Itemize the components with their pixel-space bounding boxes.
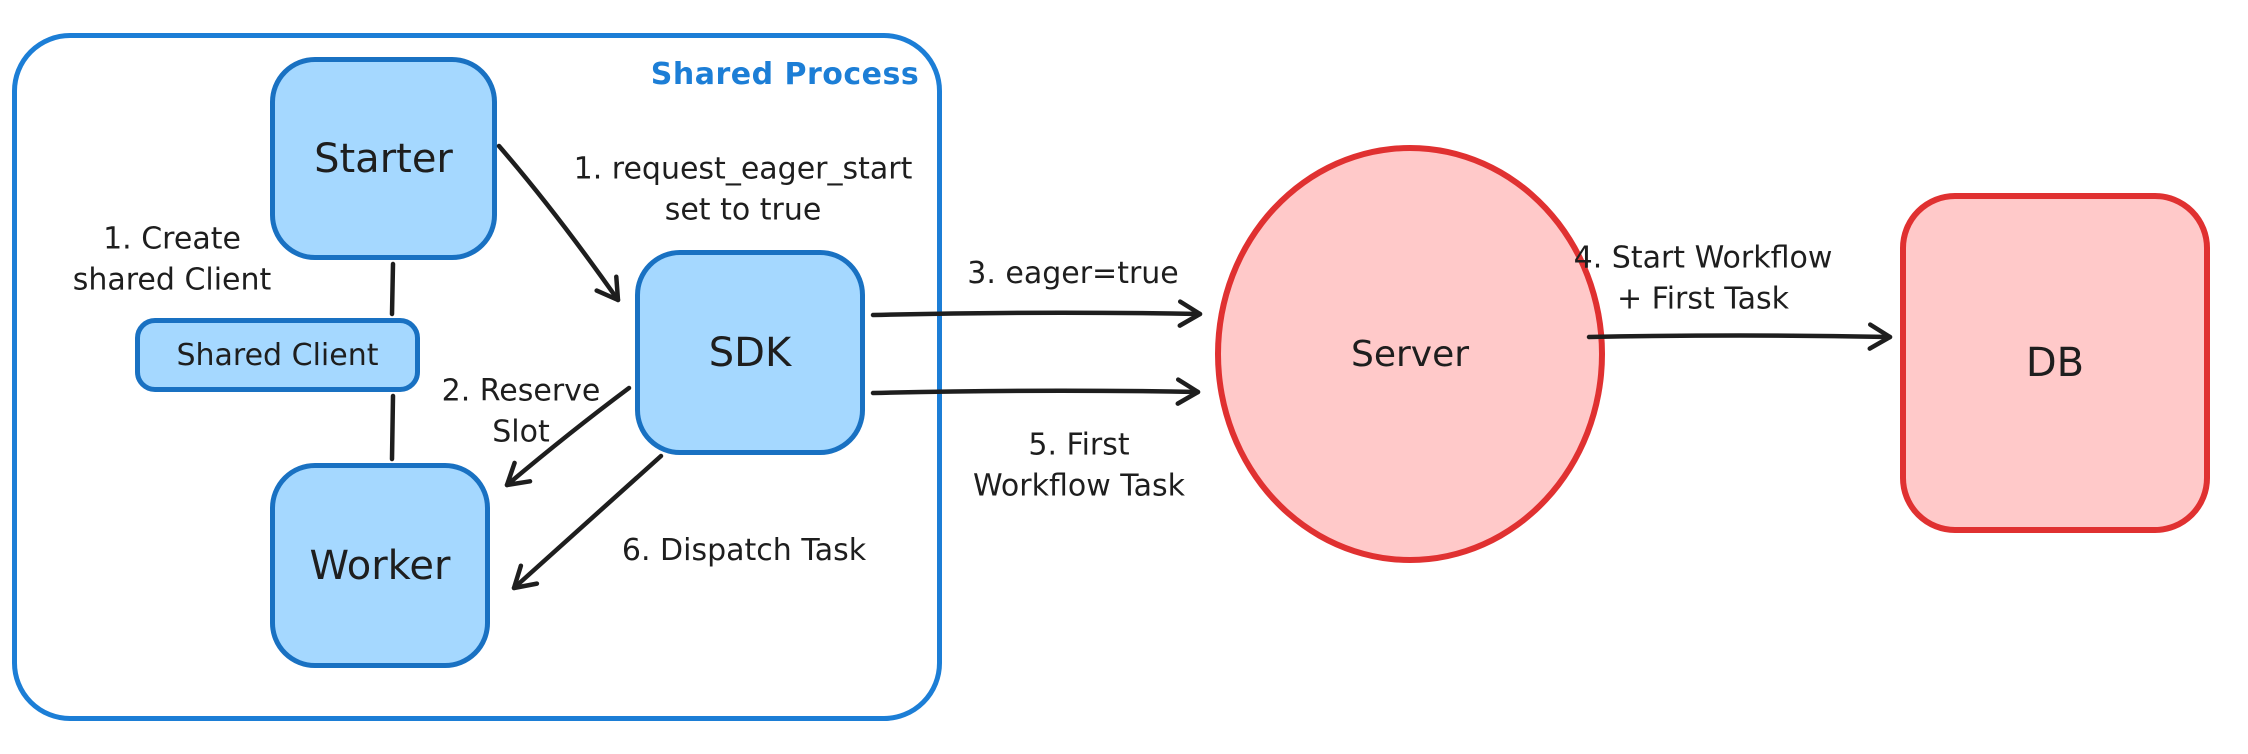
label-reserve-line1: 2. Reserve: [441, 373, 601, 409]
label-first-workflow-task: 5. First Workflow Task: [973, 426, 1185, 507]
label-eager-true: 3. eager=true: [967, 254, 1179, 295]
label-reserve-slot: 2. Reserve Slot: [442, 372, 601, 453]
label-create-line2: shared Client: [72, 262, 272, 297]
node-worker: Worker: [270, 463, 490, 668]
node-shared-client: Shared Client: [135, 318, 420, 392]
server-label: Server: [1350, 333, 1470, 375]
label-first-line2: Workflow Task: [972, 468, 1186, 503]
label-create-shared-client: 1. Create shared Client: [73, 220, 272, 301]
node-db: DB: [1900, 193, 2210, 533]
label-start-workflow: 4. Start Workflow + First Task: [1574, 239, 1833, 320]
label-reserve-line2: Slot: [492, 414, 550, 449]
label-request-eager-start: 1. request_eager_start set to true: [574, 150, 913, 231]
db-label: DB: [2025, 340, 2085, 386]
label-create-line1: 1. Create: [103, 221, 241, 257]
sdk-label: SDK: [708, 329, 792, 376]
label-first-line1: 5. First: [1028, 427, 1130, 463]
starter-label: Starter: [314, 135, 453, 182]
label-eager-line1: 3. eager=true: [967, 255, 1179, 291]
label-dispatch-line1: 6. Dispatch Task: [621, 532, 867, 568]
node-sdk: SDK: [635, 250, 865, 455]
label-request-line1: 1. request_eager_start: [573, 151, 913, 187]
label-start-workflow-line2: + First Task: [1616, 281, 1790, 316]
worker-label: Worker: [309, 542, 451, 589]
arrow-server-to-db: [1586, 322, 1893, 351]
shared-process-label: Shared Process: [650, 57, 920, 92]
shared-client-label: Shared Client: [176, 337, 379, 373]
node-starter: Starter: [270, 57, 497, 260]
label-dispatch-task: 6. Dispatch Task: [622, 531, 866, 572]
label-start-workflow-line1: 4. Start Workflow: [1573, 240, 1833, 276]
node-server: Server: [1215, 145, 1605, 563]
label-request-line2: set to true: [664, 192, 822, 227]
